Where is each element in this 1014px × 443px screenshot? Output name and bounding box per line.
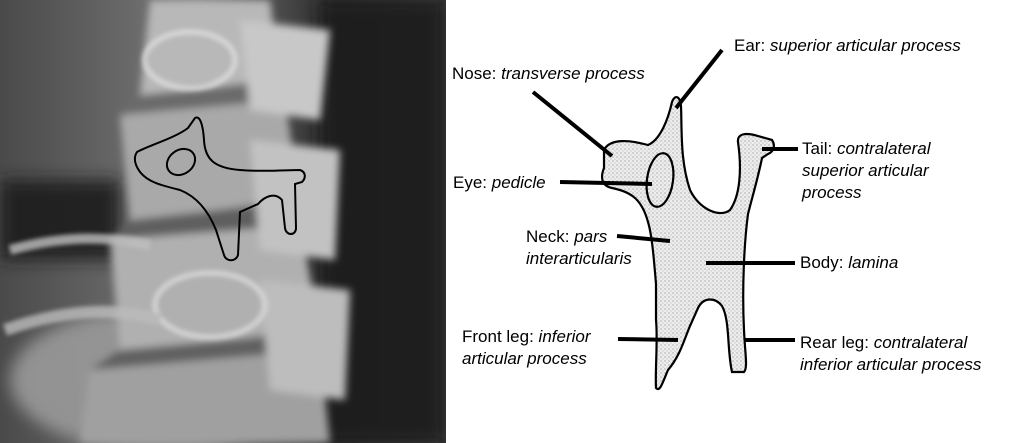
label-front-leg: Front leg: inferior articular process: [462, 326, 591, 370]
label-rear-leg: Rear leg: contralateral inferior articul…: [800, 332, 981, 376]
front-leg-leader: [618, 339, 678, 340]
label-tail-structure-3: process: [802, 183, 862, 202]
label-tail-structure-2: superior articular: [802, 161, 929, 180]
label-eye-structure: pedicle: [492, 173, 546, 192]
label-eye: Eye: pedicle: [453, 172, 546, 194]
label-tail: Tail: contralateral superior articular p…: [802, 138, 931, 204]
label-tail-structure-1: contralateral: [837, 139, 931, 158]
label-eye-term: Eye:: [453, 173, 487, 192]
label-rear-leg-structure-2: inferior articular process: [800, 355, 981, 374]
nose-leader: [533, 92, 612, 156]
xray-image: [0, 0, 446, 443]
label-neck-term: Neck:: [526, 227, 569, 246]
eye-leader: [560, 182, 652, 184]
label-rear-leg-term: Rear leg:: [800, 333, 869, 352]
label-neck-structure-1: pars: [574, 227, 607, 246]
label-body: Body: lamina: [800, 252, 898, 274]
label-body-structure: lamina: [848, 253, 898, 272]
label-front-leg-structure-2: articular process: [462, 349, 587, 368]
label-front-leg-term: Front leg:: [462, 327, 534, 346]
label-front-leg-structure-1: inferior: [539, 327, 591, 346]
label-nose-structure: transverse process: [501, 64, 645, 83]
ear-leader: [676, 50, 722, 108]
label-ear-term: Ear:: [734, 36, 765, 55]
label-rear-leg-structure-1: contralateral: [874, 333, 968, 352]
label-nose: Nose: transverse process: [452, 63, 645, 85]
label-ear: Ear: superior articular process: [734, 35, 961, 57]
label-neck-structure-2: interarticularis: [526, 249, 632, 268]
label-nose-term: Nose:: [452, 64, 496, 83]
label-neck: Neck: pars interarticularis: [526, 226, 632, 270]
label-body-term: Body:: [800, 253, 843, 272]
label-tail-term: Tail:: [802, 139, 832, 158]
label-ear-structure: superior articular process: [770, 36, 961, 55]
